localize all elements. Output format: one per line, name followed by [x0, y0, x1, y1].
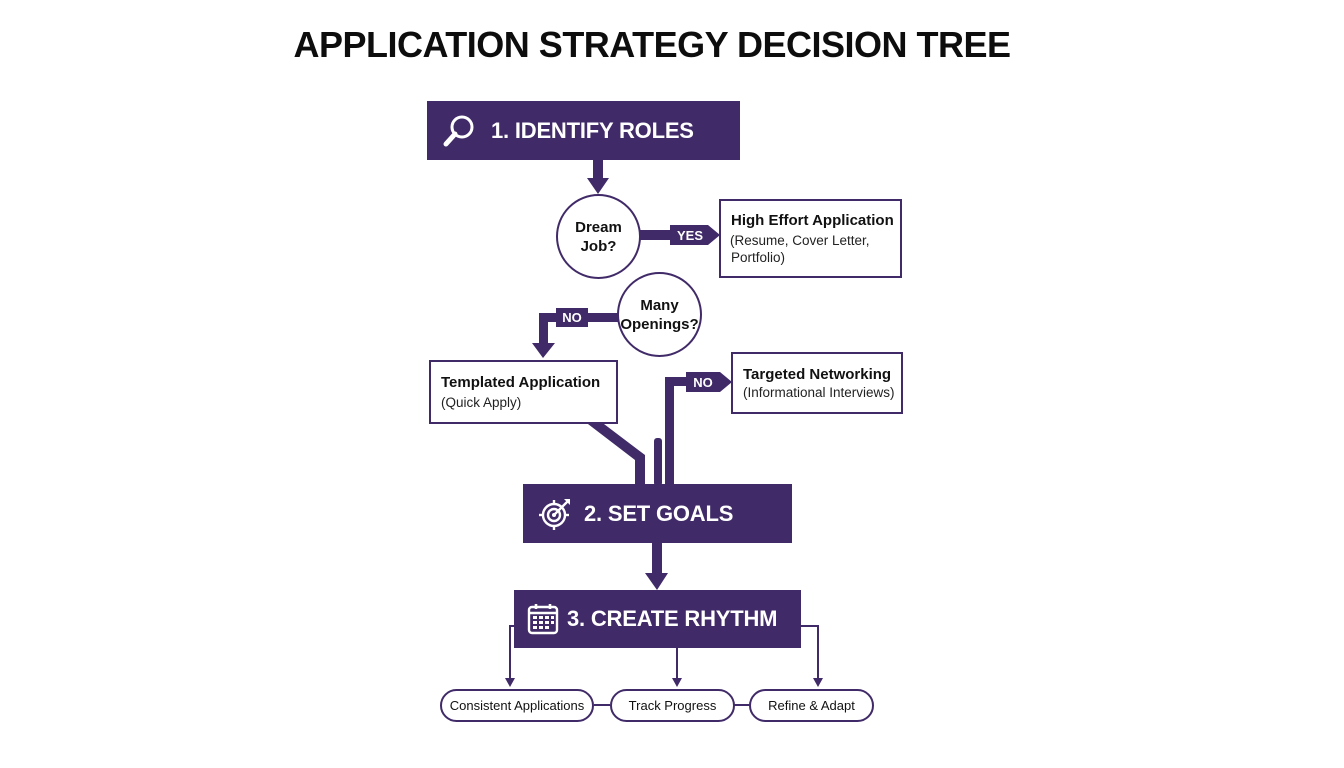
rhythm-item-label: Refine & Adapt	[768, 698, 855, 713]
decision-text: Openings?	[620, 315, 699, 333]
rhythm-item-label: Track Progress	[628, 698, 717, 713]
branch-label-no-left: NO	[556, 308, 588, 327]
no-text: NO	[693, 374, 713, 390]
stage-set-goals: 2. SET GOALS	[523, 484, 792, 543]
outcome-title: Targeted Networking	[743, 366, 892, 383]
diagram-title: APPLICATION STRATEGY DECISION TREE	[293, 24, 1011, 65]
decision-text: Many	[640, 296, 679, 314]
stage-create-rhythm: 3. CREATE RHYTHM	[514, 590, 801, 648]
connector-no-right-h	[665, 377, 689, 386]
connector-many-openings-stub	[654, 438, 662, 486]
arrowhead-consistent	[505, 678, 515, 687]
calendar-icon	[525, 602, 561, 636]
rhythm-item-refine-adapt: Refine & Adapt	[749, 689, 874, 722]
target-icon	[535, 495, 575, 533]
outcome-detail: (Quick Apply)	[441, 395, 522, 410]
stage-label: 1. IDENTIFY ROLES	[491, 117, 694, 143]
outcome-detail: (Resume, Cover Letter, Portfolio)	[730, 232, 900, 266]
arrowhead-track	[672, 678, 682, 687]
decision-text: Dream	[575, 218, 622, 236]
rhythm-item-consistent-applications: Consistent Applications	[440, 689, 594, 722]
outcome-detail-line1: (Resume, Cover Letter,	[730, 233, 870, 248]
arrowhead-dream	[587, 178, 609, 194]
connector-templated-to-goals	[588, 424, 645, 486]
connector-yes	[640, 230, 672, 240]
connector-goals-to-rhythm	[652, 542, 662, 575]
stage-label: 2. SET GOALS	[584, 500, 734, 526]
rhythm-item-label: Consistent Applications	[449, 698, 585, 713]
connector-rhythm-right	[800, 625, 819, 680]
branch-label-no-right: NO	[686, 372, 732, 392]
outcome-templated: Templated Application (Quick Apply)	[429, 360, 618, 424]
arrowhead-rhythm	[645, 573, 668, 590]
outcome-high-effort: High Effort Application (Resume, Cover L…	[719, 199, 902, 278]
arrowhead-refine	[813, 678, 823, 687]
connector-no-left-h	[588, 313, 620, 322]
yes-text: YES	[676, 227, 703, 243]
outcome-detail-line2: Portfolio)	[731, 250, 786, 265]
connector-stage1-to-dream	[593, 160, 603, 180]
connector-no-right-v	[665, 377, 674, 486]
outcome-detail: (Informational Interviews)	[743, 385, 895, 400]
no-text: NO	[562, 310, 582, 325]
arrowhead-templated	[532, 343, 555, 358]
outcome-networking: Targeted Networking (Informational Inter…	[731, 352, 903, 414]
outcome-title: Templated Application	[441, 374, 601, 391]
outcome-title: High Effort Application	[731, 212, 894, 229]
stage-identify-roles: 1. IDENTIFY ROLES	[427, 101, 740, 160]
rhythm-item-track-progress: Track Progress	[610, 689, 735, 722]
branch-label-yes: YES	[670, 225, 720, 245]
decision-text: Job?	[580, 237, 617, 255]
connector-rhythm-left	[509, 625, 515, 680]
stage-label: 3. CREATE RHYTHM	[567, 606, 778, 631]
magnifier-icon	[437, 113, 481, 149]
connector-no-left-v	[539, 313, 548, 345]
